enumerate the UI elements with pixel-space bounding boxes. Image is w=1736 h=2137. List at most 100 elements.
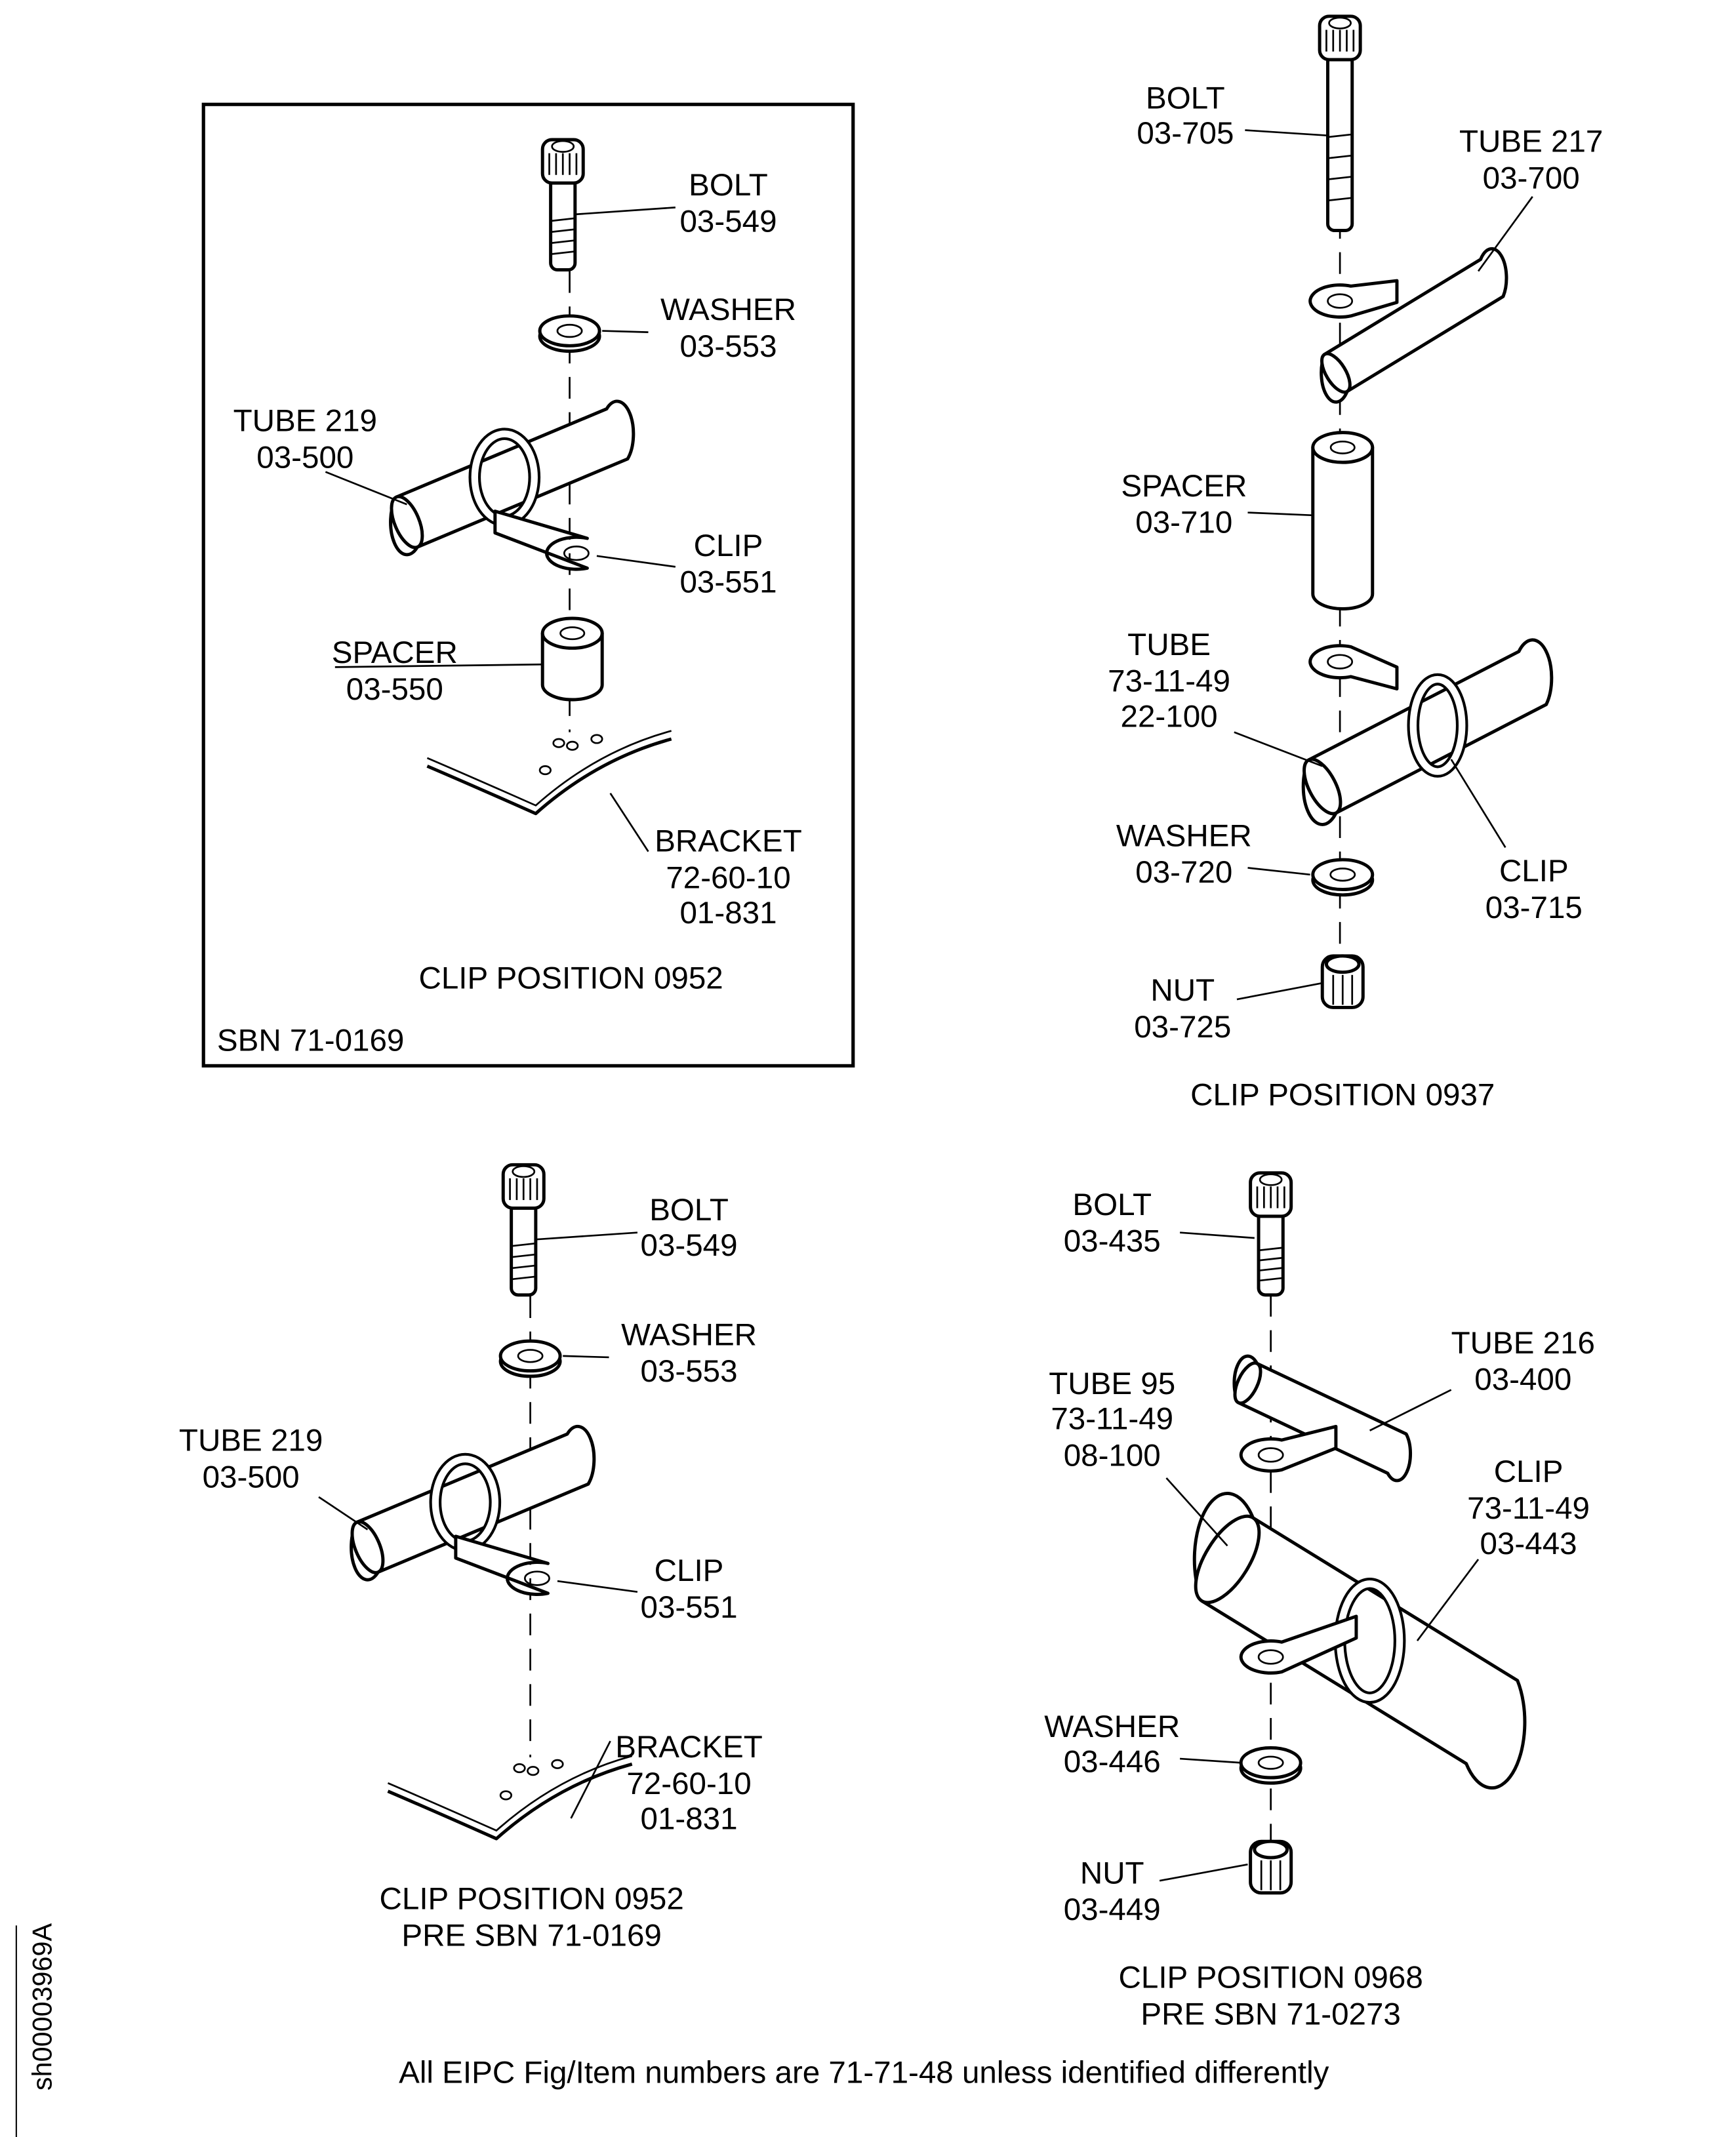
footer-note: All EIPC Fig/Item numbers are 71-71-48 u… xyxy=(399,2055,1329,2090)
panel-d-drawing xyxy=(1192,1171,1527,1895)
washer-icon xyxy=(498,1339,562,1378)
bracket-hole xyxy=(552,738,565,748)
bolt-callout-label: 03-435 xyxy=(1064,1224,1161,1259)
bracket-callout-label: 01-831 xyxy=(641,1802,738,1837)
clip-hole xyxy=(563,546,590,561)
panel-b-drawing xyxy=(1301,14,1554,1009)
washer-icon xyxy=(1239,1746,1302,1785)
tube-body xyxy=(389,399,636,557)
leader-line xyxy=(1369,1389,1452,1431)
bolt-shank xyxy=(1326,52,1354,233)
bracket-icon xyxy=(426,730,672,816)
bolt-icon xyxy=(501,1163,546,1297)
leader-line xyxy=(1247,867,1310,876)
clip-hole xyxy=(1257,1447,1284,1463)
nut-top xyxy=(1253,1839,1289,1860)
leader-line xyxy=(1477,196,1533,272)
leader-line xyxy=(576,207,676,216)
nut-callout-label: NUT xyxy=(1080,1856,1144,1890)
washer-top xyxy=(1239,1746,1302,1780)
clip-tab-icon xyxy=(1308,279,1399,319)
clip-callout-label: 03-551 xyxy=(679,565,777,600)
bracket-edge-2 xyxy=(426,730,672,807)
bolt-thread xyxy=(511,1242,536,1247)
tube-icon xyxy=(1301,638,1554,826)
leader-line xyxy=(325,471,407,506)
tube-body xyxy=(1301,638,1554,826)
clip-tab xyxy=(1239,1614,1358,1675)
spacer-top xyxy=(1311,431,1375,464)
washer-top xyxy=(538,314,601,348)
bracket-edge-2 xyxy=(387,1755,633,1832)
leader-line xyxy=(1234,731,1323,767)
bolt-socket xyxy=(1328,16,1352,30)
bolt-thread xyxy=(550,228,575,233)
tube-body xyxy=(1320,247,1508,404)
bolt-thread xyxy=(1327,197,1352,202)
bolt-icon xyxy=(1249,1171,1293,1297)
clip-tab xyxy=(454,1534,550,1596)
spacer-icon xyxy=(540,616,604,702)
washer-hole xyxy=(556,323,583,338)
tube-callout-label: 08-100 xyxy=(1064,1438,1161,1473)
tube-icon xyxy=(1320,247,1508,404)
washer-callout-label: 03-553 xyxy=(679,329,777,364)
washer-hole xyxy=(1329,868,1356,882)
clip-tab-icon xyxy=(1239,1614,1358,1675)
spacer-hole xyxy=(1329,440,1356,454)
sbn-note: SBN 71-0169 xyxy=(217,1024,404,1058)
bolt-callout-label: 03-549 xyxy=(679,205,777,239)
leader-line xyxy=(1180,1231,1255,1239)
bolt-shank xyxy=(510,1201,538,1297)
clip-band-inner xyxy=(1409,675,1466,775)
washer-callout-label: WASHER xyxy=(621,1317,757,1352)
tube-icon xyxy=(1192,1492,1527,1790)
tube-callout-label: 73-11-49 xyxy=(1108,664,1230,699)
panel-caption: CLIP POSITION 0952 xyxy=(419,961,723,995)
nut-callout-label: 03-449 xyxy=(1064,1892,1161,1927)
washer-hole xyxy=(517,1349,544,1363)
bolt-thread xyxy=(1258,1267,1283,1271)
spacer-hole xyxy=(559,626,586,641)
clip-hole xyxy=(523,1570,550,1586)
clip-callout-label: CLIP xyxy=(1499,854,1569,889)
bracket-hole xyxy=(590,734,603,744)
sheet-id: sh00003969A xyxy=(28,1923,58,2090)
leader-line xyxy=(563,1355,609,1359)
illustrations xyxy=(201,14,1554,1895)
clip-hole xyxy=(1327,654,1354,669)
leader-line xyxy=(557,1580,638,1593)
tube-body xyxy=(1192,1492,1527,1790)
tube-icon xyxy=(350,1424,596,1582)
bracket-callout-label: 72-60-10 xyxy=(626,1767,751,1801)
tube-callout-label: TUBE 216 xyxy=(1451,1326,1595,1361)
leader-line xyxy=(1159,1864,1248,1882)
washer-callout-label: WASHER xyxy=(1044,1709,1180,1744)
bolt-thread xyxy=(550,239,575,245)
tube-callout-label: 03-500 xyxy=(256,440,353,475)
spacer-callout-label: 03-550 xyxy=(346,672,443,707)
tube-end xyxy=(1320,351,1352,394)
bracket-icon xyxy=(387,1755,633,1841)
bolt-thread xyxy=(1327,176,1352,180)
tube-end xyxy=(1194,1514,1261,1605)
tube-callout-label: 03-400 xyxy=(1474,1363,1571,1397)
clip-tab-icon xyxy=(1308,644,1399,690)
leader-line xyxy=(334,663,543,668)
leader-line xyxy=(1416,1559,1480,1641)
clip-tab-icon xyxy=(1239,1424,1338,1473)
washer-icon xyxy=(1311,858,1375,897)
bracket-hole xyxy=(499,1790,512,1801)
washer-top xyxy=(498,1339,562,1373)
tube-callout-label: 22-100 xyxy=(1121,699,1218,734)
leader-line xyxy=(1450,759,1506,849)
bolt-thread xyxy=(1258,1256,1283,1262)
spacer-callout-label: 03-710 xyxy=(1135,506,1232,540)
clip-callout-label: CLIP xyxy=(1494,1454,1564,1489)
bracket-callout-label: 01-831 xyxy=(679,896,777,930)
nut-icon xyxy=(1320,954,1365,1009)
leader-line xyxy=(318,1496,369,1530)
bolt-callout-label: BOLT xyxy=(689,168,768,203)
